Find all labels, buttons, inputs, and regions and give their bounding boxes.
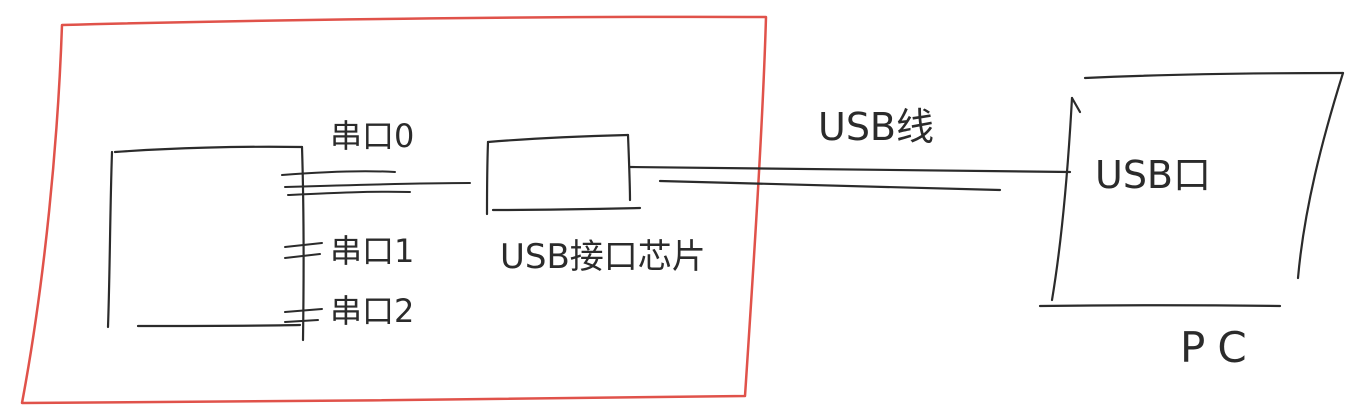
mcu-block [106, 145, 305, 342]
pc-block [1038, 71, 1345, 308]
serial-port-0-label: 串口0 [330, 117, 414, 155]
serial-port-1-pin [284, 242, 323, 259]
usb-cable [628, 165, 1072, 192]
usb-cable-label: USB线 [818, 105, 934, 149]
serial-port-2-pin [284, 308, 323, 323]
usb-chip-block [485, 133, 642, 216]
usb-chip-label: USB接口芯片 [500, 237, 706, 277]
serial-port-2-label: 串口2 [330, 292, 414, 330]
device-boundary-frame [20, 15, 768, 405]
pc-label: PC [1180, 323, 1259, 372]
usb-port-label: USB口 [1095, 153, 1211, 197]
serial-port-0-connection [281, 170, 471, 196]
serial-port-1-label: 串口1 [330, 232, 414, 270]
